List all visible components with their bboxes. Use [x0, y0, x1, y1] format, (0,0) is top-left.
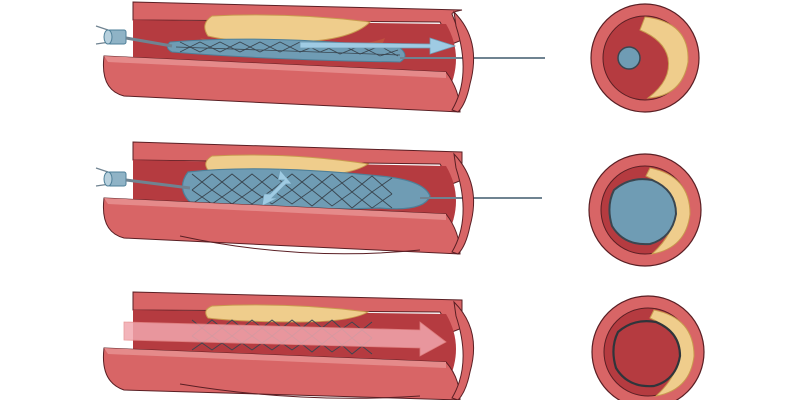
stage-2-wire-left-1 — [95, 167, 109, 173]
stage-1-vessel-opening — [451, 10, 475, 113]
stage-3-vessel — [102, 291, 475, 400]
stage-1-cross-section — [590, 3, 700, 113]
stage-3-blood-flow-arrow — [123, 321, 447, 357]
stage-1-lower-wall-highlight — [104, 56, 446, 78]
stage-2-wall-bulge — [179, 235, 421, 255]
stage-3-lower-wall-highlight — [104, 348, 446, 368]
stage-2-stent-mesh — [191, 173, 393, 209]
stage-1-vessel — [95, 1, 545, 113]
stage-2-catheter — [103, 171, 191, 190]
stage-1-cross-catheter — [617, 46, 641, 70]
stage-3-cross-section — [591, 295, 705, 400]
stage-2-vessel — [95, 141, 542, 255]
stage-3-wall-bulge — [179, 383, 421, 399]
stage-3-vessel-opening — [451, 300, 475, 400]
stage-1-advance-arrow — [299, 37, 457, 55]
stage-2-vessel-opening — [451, 152, 475, 255]
stage-3-cross-stent-lumen — [612, 320, 682, 388]
stage-2-lower-wall-highlight — [104, 198, 446, 220]
stage-1-wire-left-1 — [95, 25, 109, 31]
stage-3-plaque — [205, 304, 370, 323]
stage-1-cross-plaque — [639, 16, 689, 99]
stage-1-catheter — [103, 29, 173, 48]
stage-2-cross-section — [588, 153, 702, 267]
stage-2-cross-balloon — [608, 178, 678, 246]
stage-1-upper-wall — [132, 1, 463, 45]
